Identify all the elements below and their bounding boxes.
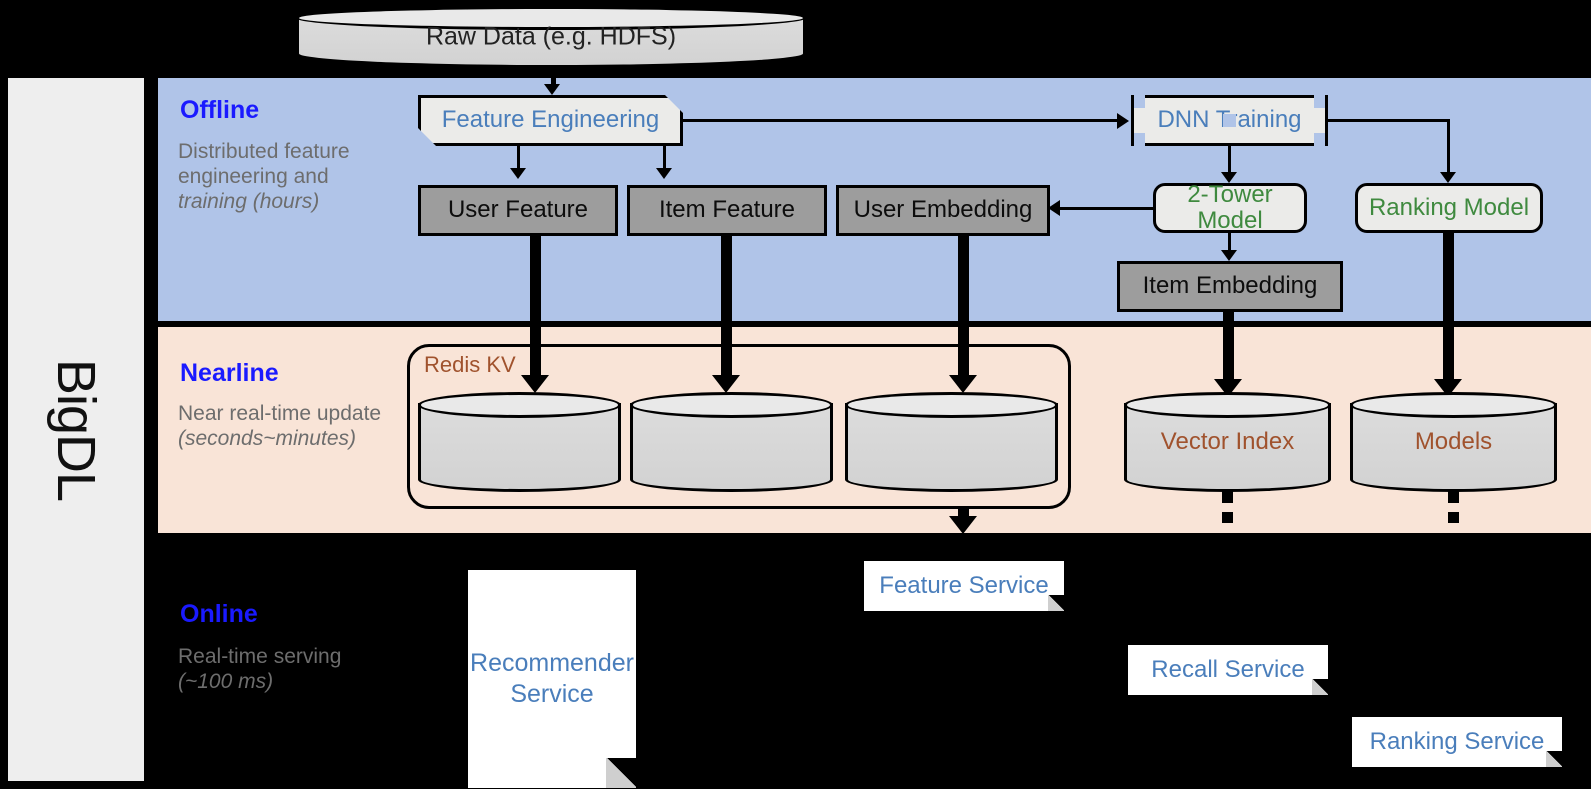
offline-description-italic: training (hours) bbox=[178, 189, 320, 213]
cylinder-top-icon bbox=[1124, 392, 1331, 418]
arrowhead-two-tower-to-user-embedding bbox=[1048, 200, 1060, 216]
arrowhead-user-feature-to-store bbox=[521, 375, 549, 393]
cylinder-top-icon bbox=[1350, 392, 1557, 418]
online-title: Online bbox=[180, 600, 258, 628]
models-label: Models bbox=[1414, 428, 1493, 455]
user-feature-node[interactable]: User Feature bbox=[418, 185, 618, 236]
page-fold-icon bbox=[1048, 595, 1064, 611]
offline-title: Offline bbox=[180, 96, 260, 124]
pipe-ranking-model-to-models bbox=[1443, 233, 1454, 387]
user-embedding-node[interactable]: User Embedding bbox=[836, 185, 1050, 236]
recall-service-label: Recall Service bbox=[1151, 656, 1305, 683]
two-tower-model-label: 2-Tower Model bbox=[1187, 180, 1273, 234]
ranking-service-label: Ranking Service bbox=[1369, 728, 1545, 755]
edge-fe-to-dnn bbox=[683, 119, 1119, 122]
nearline-description-italic: (seconds~minutes) bbox=[178, 426, 356, 450]
bracket-notch-br bbox=[1314, 133, 1328, 146]
arrowhead-dnn-to-two-tower bbox=[1221, 172, 1237, 183]
arrowhead-dnn-to-ranking bbox=[1440, 172, 1456, 183]
cylinder-top-icon bbox=[296, 6, 806, 30]
nearline-description: Near real-time update (seconds~minutes) bbox=[178, 402, 383, 452]
dnn-training-node[interactable]: DNN Training bbox=[1131, 95, 1328, 146]
raw-data-store: Raw Data (e.g. HDFS) bbox=[296, 6, 806, 68]
online-description-italic: (~100 ms) bbox=[178, 669, 274, 693]
online-description-plain: Real-time serving bbox=[178, 645, 342, 668]
cylinder-top-icon bbox=[630, 392, 833, 418]
ranking-model-node[interactable]: Ranking Model bbox=[1355, 183, 1543, 233]
bracket-notch-bl bbox=[1131, 133, 1145, 146]
edge-fe-to-user-feature bbox=[517, 146, 520, 171]
pipe-redis-to-feature-service bbox=[958, 506, 969, 517]
user-embedding-label: User Embedding bbox=[853, 196, 1033, 224]
arrowhead-item-feature-to-store bbox=[712, 375, 740, 393]
item-feature-node[interactable]: Item Feature bbox=[627, 185, 827, 236]
redis-kv-label: Redis KV bbox=[424, 352, 516, 377]
bracket-notch-tr bbox=[1314, 95, 1328, 108]
pipe-item-feature-to-store bbox=[721, 236, 732, 383]
bracket-notch-tl bbox=[1131, 95, 1145, 108]
vector-index-label: Vector Index bbox=[1160, 428, 1295, 455]
feature-service-label: Feature Service bbox=[879, 572, 1049, 599]
dnn-training-label: DNN Training bbox=[1157, 106, 1302, 134]
item-embedding-label: Item Embedding bbox=[1142, 272, 1318, 300]
feature-engineering-node[interactable]: Feature Engineering bbox=[418, 95, 683, 146]
edge-dnn-to-ranking-v bbox=[1447, 119, 1450, 176]
edge-two-tower-to-user-embedding bbox=[1058, 207, 1155, 210]
arrowhead-fe-to-item-feature bbox=[656, 168, 672, 179]
redis-store-2[interactable] bbox=[630, 392, 833, 492]
recall-service-node[interactable]: Recall Service bbox=[1128, 645, 1328, 695]
edge-rawdata-to-fe bbox=[551, 68, 556, 88]
models-store[interactable]: Models bbox=[1350, 392, 1557, 492]
pipe-user-embedding-to-store bbox=[958, 236, 969, 383]
nearline-title: Nearline bbox=[180, 359, 279, 387]
pipe-user-feature-to-store bbox=[530, 236, 541, 383]
online-description: Real-time serving (~100 ms) bbox=[178, 645, 383, 695]
redis-store-1[interactable] bbox=[418, 392, 621, 492]
pipe-models-out-2 bbox=[1448, 512, 1459, 523]
redis-kv-group bbox=[407, 344, 1071, 509]
pipe-vector-index-out-2 bbox=[1222, 512, 1233, 523]
bigdl-label: BigDL bbox=[46, 358, 107, 501]
recommender-service-node[interactable]: Recommender Service bbox=[468, 570, 636, 788]
pipe-vector-index-out-1 bbox=[1222, 489, 1233, 503]
arrowhead-fe-to-dnn bbox=[1117, 113, 1129, 129]
edge-fe-to-item-feature bbox=[663, 146, 666, 171]
item-embedding-node[interactable]: Item Embedding bbox=[1117, 261, 1343, 312]
arrowhead-redis-to-feature-service bbox=[949, 516, 977, 534]
arrowhead-user-embedding-to-store bbox=[949, 375, 977, 393]
ranking-service-node[interactable]: Ranking Service bbox=[1352, 717, 1562, 767]
arrowhead-two-tower-to-item-embedding bbox=[1221, 250, 1237, 261]
ranking-model-label: Ranking Model bbox=[1368, 193, 1530, 221]
item-feature-label: Item Feature bbox=[658, 196, 796, 224]
raw-data-label: Raw Data (e.g. HDFS) bbox=[425, 22, 677, 51]
feature-service-node[interactable]: Feature Service bbox=[864, 561, 1064, 611]
edge-dnn-to-ranking-h bbox=[1328, 119, 1450, 122]
arrowhead-fe-to-user-feature bbox=[510, 168, 526, 179]
page-fold-icon bbox=[1312, 679, 1328, 695]
arrowhead-rawdata-to-fe bbox=[544, 84, 560, 95]
user-feature-label: User Feature bbox=[447, 196, 589, 224]
pipe-models-out-1 bbox=[1448, 489, 1459, 503]
cylinder-top-icon bbox=[845, 392, 1058, 418]
redis-store-3[interactable] bbox=[845, 392, 1058, 492]
nearline-description-plain: Near real-time update bbox=[178, 402, 382, 425]
vector-index-store[interactable]: Vector Index bbox=[1124, 392, 1331, 492]
feature-engineering-label: Feature Engineering bbox=[441, 106, 660, 134]
bigdl-framework-rail: BigDL bbox=[8, 78, 144, 781]
recommender-service-label: Recommender Service bbox=[470, 648, 634, 708]
cylinder-top-icon bbox=[418, 392, 621, 418]
edge-two-tower-to-item-embedding bbox=[1228, 233, 1231, 255]
page-fold-icon bbox=[606, 758, 636, 788]
offline-description: Distributed feature engineering and trai… bbox=[178, 140, 383, 214]
two-tower-model-node[interactable]: 2-Tower Model bbox=[1153, 180, 1307, 234]
page-fold-icon bbox=[1546, 751, 1562, 767]
pipe-item-embedding-to-vector-index bbox=[1223, 312, 1234, 387]
offline-description-plain: Distributed feature engineering and bbox=[178, 140, 350, 188]
edge-dnn-to-two-tower bbox=[1228, 146, 1231, 176]
